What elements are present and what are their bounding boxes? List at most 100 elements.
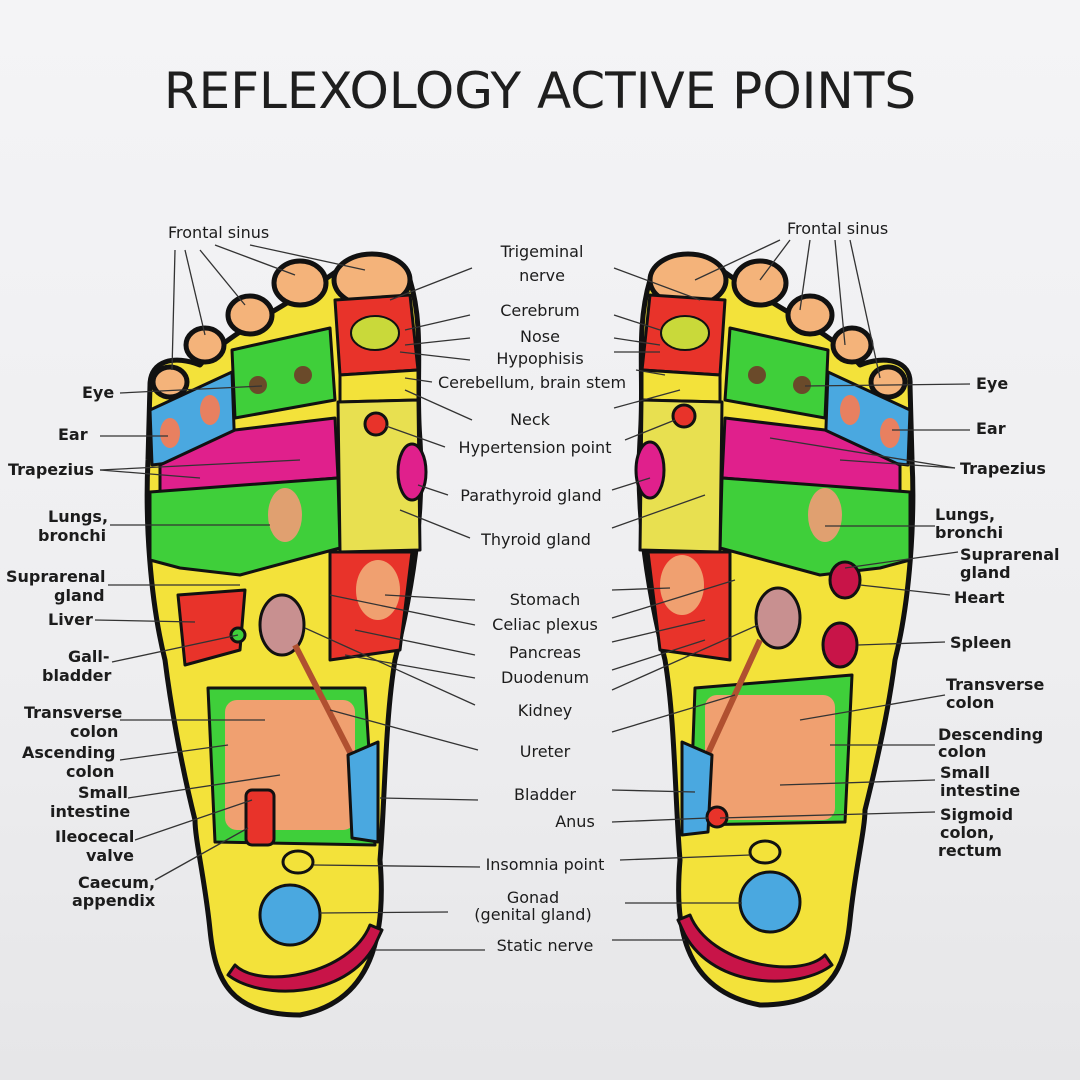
left-lung-icon [268, 488, 302, 542]
label-gall-2: bladder [42, 666, 111, 685]
right-labels: Frontal sinus Eye Ear Trapezius Lungs, b… [787, 219, 1059, 860]
left-ureter [292, 643, 358, 764]
label-ileocecal-2: valve [86, 846, 134, 865]
right-cerebrum-icon [660, 315, 710, 351]
right-anus-point [705, 805, 729, 829]
left-toe-4 [183, 325, 227, 365]
label-bladder: Bladder [514, 785, 576, 804]
label-ileocecal-1: Ileocecal [55, 827, 134, 846]
label-nose: Nose [520, 327, 560, 346]
left-static-nerve-zone [226, 923, 384, 993]
right-spleen-icon [821, 621, 859, 669]
left-toe-5 [150, 364, 190, 400]
right-bladder-zone [680, 740, 714, 837]
label-sigmoid-2: colon, [940, 823, 994, 842]
label-suprarenal-right-2: gland [960, 563, 1011, 582]
label-anus: Anus [555, 812, 595, 831]
label-eye-right: Eye [976, 374, 1008, 393]
label-cerebellum: Cerebellum, brain stem [438, 373, 626, 392]
right-trapezius-zone [720, 416, 902, 494]
left-stomach-icon [356, 560, 400, 620]
label-frontal-sinus-right: Frontal sinus [787, 219, 888, 238]
label-duodenum: Duodenum [501, 668, 589, 687]
center-labels: Trigeminal nerve Cerebrum Nose Hypophisi… [438, 242, 626, 955]
label-transverse-right-2: colon [946, 693, 994, 712]
left-ear-icon-2 [200, 395, 220, 425]
left-eye-icon [249, 376, 267, 394]
label-ureter: Ureter [520, 742, 571, 761]
right-foot [634, 251, 916, 1008]
label-lungs-right-1: Lungs, [935, 505, 995, 524]
right-insomnia-point [748, 839, 782, 865]
right-thyroid-column [638, 398, 724, 554]
left-liver-zone [176, 588, 247, 667]
left-toe-3 [225, 293, 275, 337]
label-pancreas: Pancreas [509, 643, 581, 662]
label-hypophisis: Hypophisis [496, 349, 583, 368]
right-heart-icon [828, 560, 862, 600]
right-eye-icon-2 [793, 376, 811, 394]
right-gonad-icon [738, 870, 802, 934]
left-bladder-zone [346, 740, 380, 844]
label-frontal-sinus-left: Frontal sinus [168, 223, 269, 242]
left-trapezius-zone [158, 416, 340, 494]
right-ear-icon-2 [880, 418, 900, 448]
label-parathyroid: Parathyroid gland [460, 486, 601, 505]
left-kidney-icon [258, 593, 306, 657]
right-toe-5 [868, 364, 908, 400]
label-trigeminal-2: nerve [519, 266, 565, 285]
label-hypertension: Hypertension point [459, 438, 612, 457]
label-lungs-left-1: Lungs, [48, 507, 108, 526]
left-parathyroid-zone [396, 442, 428, 502]
label-small-left-1: Small [78, 783, 128, 802]
right-eye-icon [748, 366, 766, 384]
right-toe-2 [731, 258, 789, 308]
label-descending-2: colon [938, 742, 986, 761]
left-cerebrum-icon [350, 315, 400, 351]
label-gonad-1: Gonad [507, 888, 559, 907]
right-static-nerve-zone [676, 913, 834, 983]
label-sigmoid-3: rectum [938, 841, 1002, 860]
left-insomnia-point [281, 849, 315, 875]
right-lung-icon [808, 488, 842, 542]
left-toe-2 [271, 258, 329, 308]
label-transverse-right-1: Transverse [946, 675, 1044, 694]
label-insomnia: Insomnia point [486, 855, 605, 874]
label-spleen: Spleen [950, 633, 1012, 652]
label-liver: Liver [48, 610, 93, 629]
left-gonad-icon [258, 883, 322, 947]
left-neck-zone [338, 368, 420, 404]
label-kidney: Kidney [518, 701, 573, 720]
left-thyroid-column [336, 398, 422, 554]
label-caecum-2: appendix [72, 891, 156, 910]
label-transverse-left-2: colon [70, 722, 118, 741]
label-small-right-1: Small [940, 763, 990, 782]
label-ascending-2: colon [66, 762, 114, 781]
left-foot [144, 251, 428, 1018]
label-sigmoid-1: Sigmoid [940, 805, 1013, 824]
left-hypertension-point [363, 411, 389, 437]
label-ear-left: Ear [58, 425, 88, 444]
label-ascending-1: Ascending [22, 743, 115, 762]
label-trapezius-right: Trapezius [960, 459, 1046, 478]
page-title: REFLEXOLOGY ACTIVE POINTS [163, 62, 917, 120]
label-gall-1: Gall- [68, 647, 110, 666]
left-ear-icon [160, 418, 180, 448]
label-thyroid: Thyroid gland [480, 530, 591, 549]
label-ear-right: Ear [976, 419, 1006, 438]
right-parathyroid-zone [634, 440, 666, 500]
label-lungs-left-2: bronchi [38, 526, 106, 545]
left-ileocecal-icon [244, 788, 276, 847]
right-hypertension-point [671, 403, 697, 429]
label-neck: Neck [510, 410, 551, 429]
label-small-right-2: intestine [940, 781, 1020, 800]
label-cerebrum: Cerebrum [500, 301, 580, 320]
label-descending-1: Descending [938, 725, 1043, 744]
left-eye-icon-2 [294, 366, 312, 384]
right-stomach-icon [660, 555, 704, 615]
right-ureter [702, 638, 763, 762]
label-stomach: Stomach [510, 590, 581, 609]
label-trigeminal-1: Trigeminal [500, 242, 584, 261]
label-heart: Heart [954, 588, 1005, 607]
